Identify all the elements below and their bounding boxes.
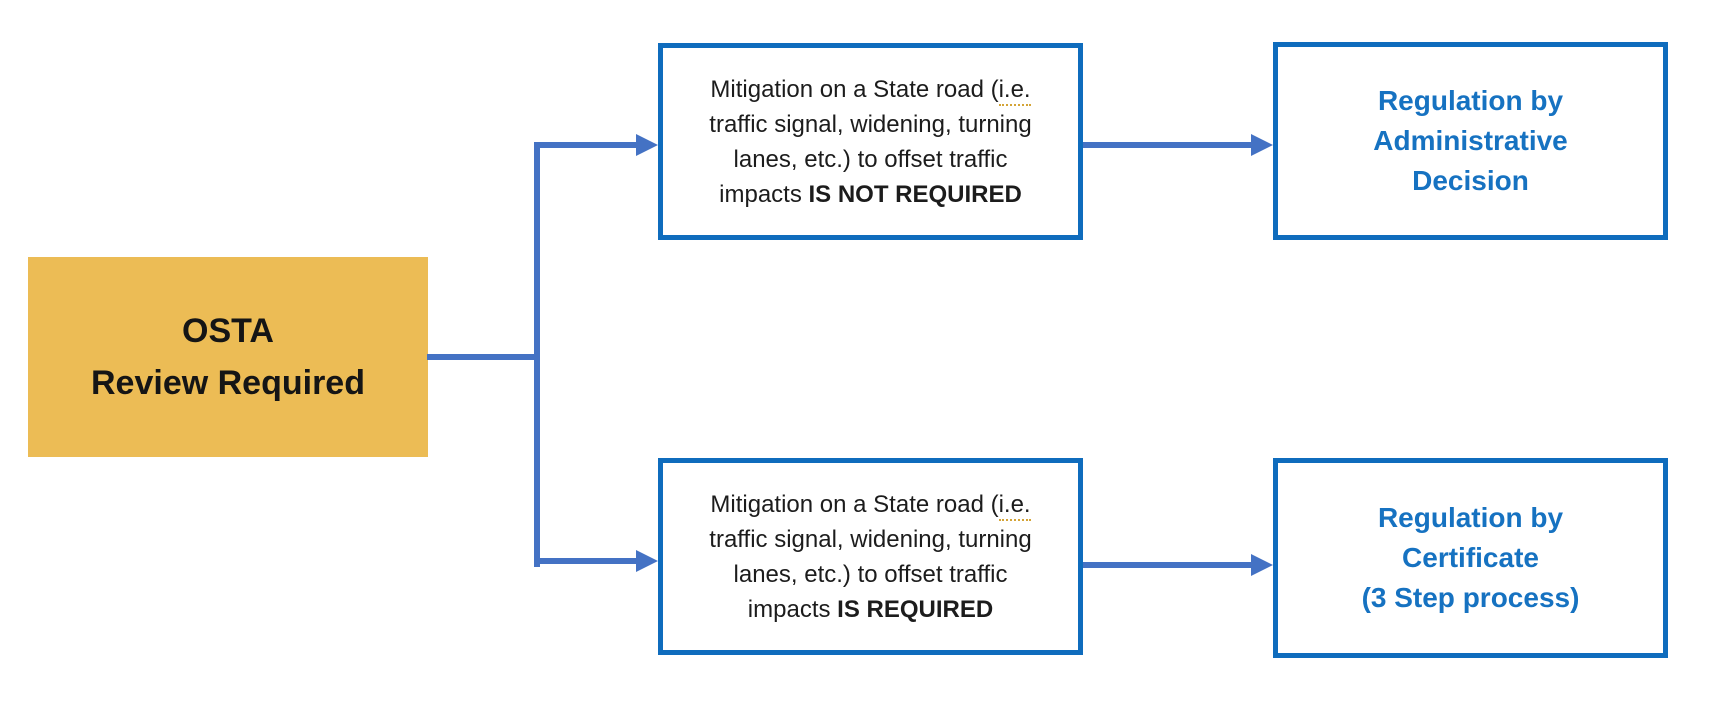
outcome-box-regulation-by-certificate: Regulation by Certificate (3 Step proces…: [1273, 458, 1668, 658]
arrow-shaft-to-top-condition: [534, 142, 636, 148]
outcome-text-line-3: Decision: [1412, 165, 1529, 196]
condition-text-line-2: traffic signal, widening, turning: [709, 525, 1032, 553]
arrow-shaft-to-bottom-condition: [534, 558, 636, 564]
arrow-head-to-top-condition: [636, 134, 658, 156]
outcome-box-regulation-by-administrative-decision: Regulation by Administrative Decision: [1273, 42, 1668, 240]
arrow-head-to-bottom-outcome: [1251, 554, 1273, 576]
condition-text-line-4: impacts IS NOT REQUIRED: [719, 180, 1022, 208]
condition-text-line-1: Mitigation on a State road (i.e.: [710, 72, 1031, 107]
connector-start-stub-line: [427, 354, 537, 360]
condition-box-mitigation-required: Mitigation on a State road (i.e. traffic…: [658, 458, 1083, 655]
outcome-text-line-2: Administrative: [1373, 125, 1568, 156]
condition-text-line-4: impacts IS REQUIRED: [747, 595, 994, 623]
condition-box-mitigation-not-required: Mitigation on a State road (i.e. traffic…: [658, 43, 1083, 240]
arrow-shaft-to-bottom-outcome: [1083, 562, 1251, 568]
outcome-text-line-3: (3 Step process): [1361, 582, 1580, 613]
condition-emphasis-not-required: IS NOT REQUIRED: [808, 180, 1022, 208]
condition-text-line-2: traffic signal, widening, turning: [709, 110, 1032, 138]
arrow-head-to-top-outcome: [1251, 134, 1273, 156]
outcome-text-line-1: Regulation by: [1377, 502, 1564, 533]
condition-text-line-3: lanes, etc.) to offset traffic: [733, 145, 1008, 173]
condition-emphasis-required: IS REQUIRED: [837, 595, 994, 623]
condition-text-line-1: Mitigation on a State road (i.e.: [710, 487, 1031, 522]
outcome-text-line-2: Certificate: [1402, 542, 1539, 573]
condition-text-line-3: lanes, etc.) to offset traffic: [733, 560, 1008, 588]
connector-branch-vertical-line: [534, 142, 540, 567]
outcome-text-line-1: Regulation by: [1377, 85, 1564, 116]
arrow-shaft-to-top-outcome: [1083, 142, 1251, 148]
start-box-line-2: Review Required: [91, 364, 365, 402]
start-box-line-1: OSTA: [182, 312, 274, 350]
start-box-osta-review-required: OSTA Review Required: [28, 257, 428, 457]
ie-proofing-underline: i.e.: [998, 490, 1031, 521]
arrow-head-to-bottom-condition: [636, 550, 658, 572]
ie-proofing-underline: i.e.: [998, 75, 1031, 106]
